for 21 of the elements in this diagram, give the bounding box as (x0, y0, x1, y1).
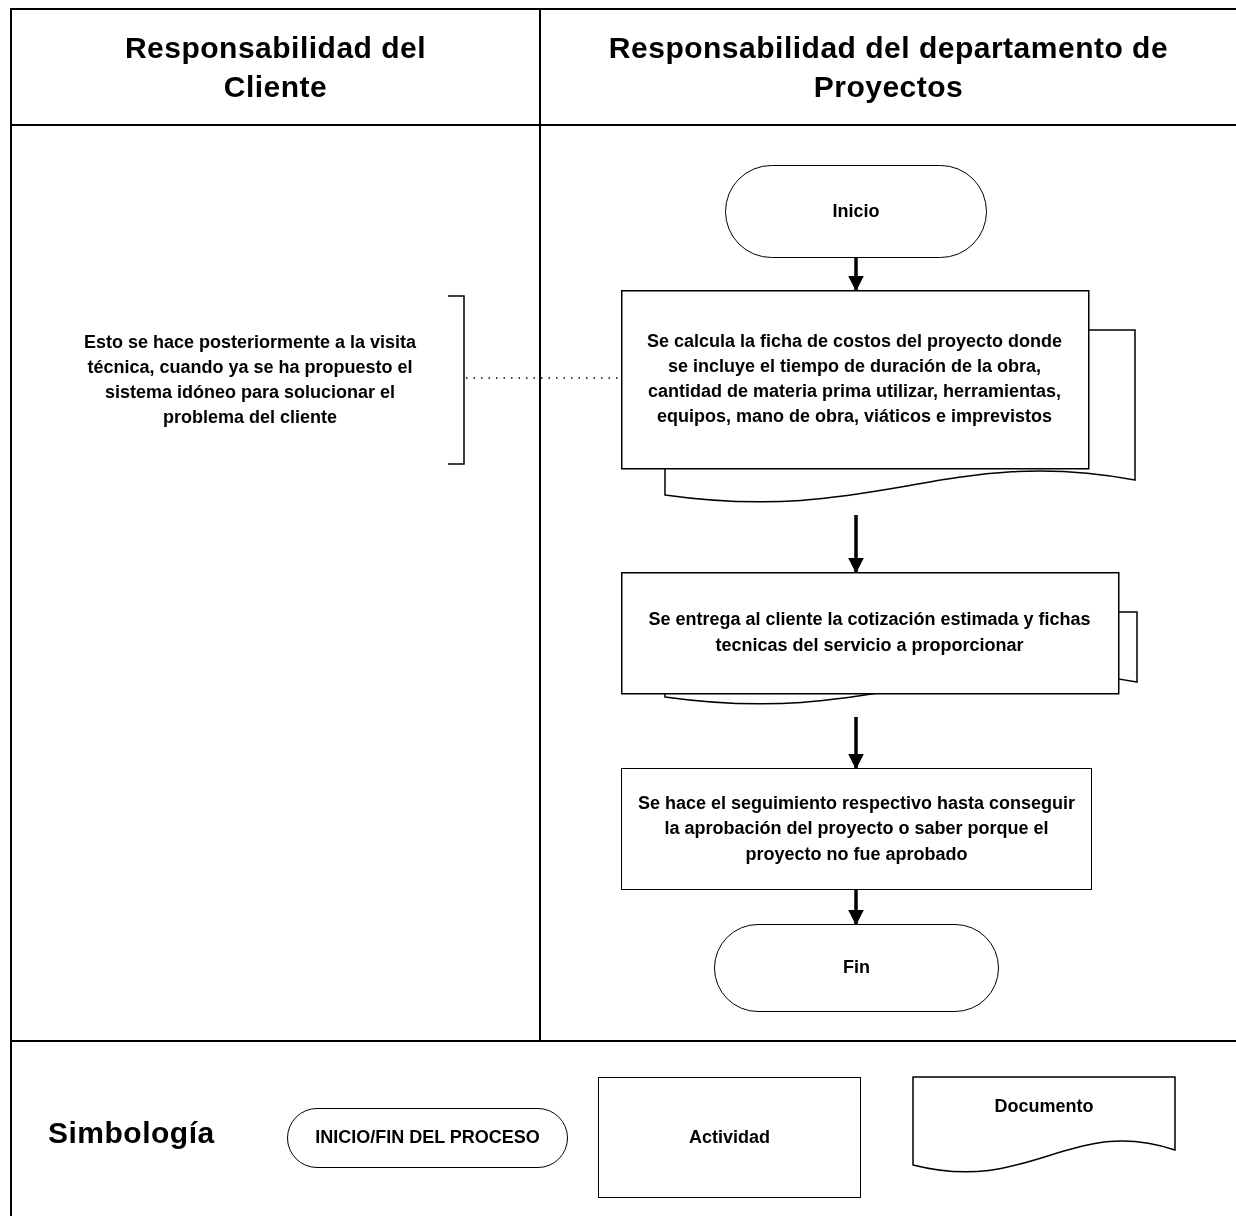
terminator-label: Fin (843, 956, 870, 980)
activity-label: Actividad (689, 1125, 770, 1149)
document-label: Documento (994, 1095, 1094, 1119)
lane-heading: Responsabilidad del Cliente (123, 30, 428, 105)
annotation-text: Esto se hace posteriormente a la visita técnica, cuando ya se ha propuesto el sistema idóneo para solucionar el problema del cliente (82, 330, 418, 430)
activity-label: Se entrega al cliente la cotización estimada y fichas tecnicas del servicio a proporcionar (647, 608, 1092, 657)
terminator-label: Inicio (832, 199, 880, 223)
activity-label: Se hace el seguimiento respectivo hasta conseguir la aprobación del proyecto o saber porque el proyecto no fue aprobado (636, 792, 1077, 866)
swimlane (10, 8, 541, 1042)
arrow (848, 890, 864, 926)
arrow (848, 258, 864, 292)
terminator-shape (287, 1108, 568, 1168)
legend-heading: Simbología (48, 1116, 215, 1150)
activity-label: Se calcula la ficha de costos del proyecto donde se incluye el tiempo de duración de la obra, cantidad de materia prima utilizar, herramientas, equipos, mano de obra, viáticos e imprevistos (645, 329, 1064, 429)
swimlane (541, 8, 1236, 1042)
activity-box (621, 768, 1092, 890)
activity-box (598, 1077, 861, 1198)
lane-heading: Responsabilidad del departamento de Proyectos (607, 30, 1170, 105)
terminator-label: INICIO/FIN DEL PROCESO (315, 1126, 540, 1150)
arrow (848, 515, 864, 574)
arrow (848, 717, 864, 770)
